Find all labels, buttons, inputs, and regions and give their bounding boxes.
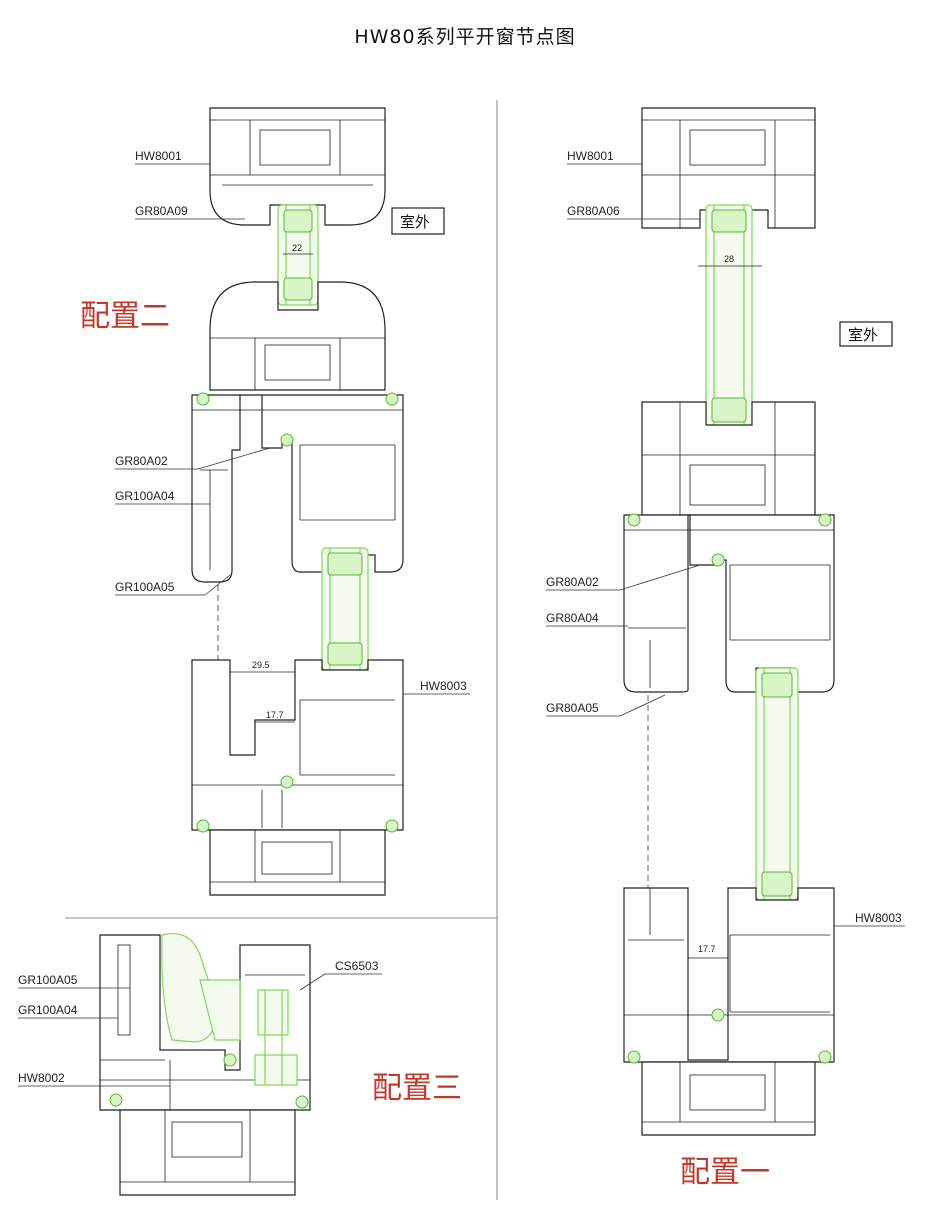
outside-label-one: 室外 [848,326,878,344]
label-gr80a09: GR80A09 [135,204,188,218]
label-gr100a05-three: GR100A05 [18,973,78,987]
outside-box-two [391,207,445,235]
glass-unit-right-top [698,204,762,428]
gasket-left-top [196,392,210,406]
label-gr80a02: GR80A02 [115,454,168,468]
profile-bottom-frame-three [119,1109,296,1196]
config-two-labels: HW8001 GR80A09 GR80A02 GR100A04 GR100A05… [80,149,470,695]
dim-29-5: 29.5 [252,660,270,670]
profile-sash [191,394,404,583]
gasket-right-bottom [385,819,399,833]
dim-glass-28: 28 [724,254,734,264]
profile-mid-frame-right [641,401,816,516]
label-cs6503: CS6503 [335,959,379,973]
page-title: HW80系列平开窗节点图 [354,26,576,48]
config-one-drawing: 28 [623,107,835,1136]
dim-17-7: 17.7 [266,710,284,720]
label-gr80a06: GR80A06 [567,204,620,218]
label-hw8003: HW8003 [420,679,467,693]
gasket-three-mid [223,1053,237,1067]
label-gr80a02-right: GR80A02 [546,575,599,589]
config-three-drawing [99,933,311,1196]
profile-lower-frame-right [641,1061,816,1136]
gasket-mid [280,433,294,447]
gasket-three-left [109,1093,123,1107]
profile-sash-right [623,514,835,693]
profile-hw8001-top [209,107,386,226]
profile-hw8001-top-right [641,107,816,229]
label-gr100a04-three: GR100A04 [18,1003,78,1017]
config-two-drawing: 22 [191,107,404,896]
dim-17-7-right: 17.7 [698,944,716,954]
profile-hw8003-right [623,887,835,1063]
label-gr100a05: GR100A05 [115,580,175,594]
config-three-title: 配置三 [372,1071,462,1106]
label-hw8001: HW8001 [135,149,182,163]
outside-label-two: 室外 [400,213,430,231]
label-gr100a04: GR100A04 [115,489,175,503]
glass-unit-right-bottom [755,667,799,901]
label-gr80a05: GR80A05 [546,701,599,715]
outside-box-one [839,321,893,347]
label-hw8002: HW8002 [18,1071,65,1085]
gasket-right-right-top [818,513,832,527]
label-gr80a04: GR80A04 [546,611,599,625]
gasket-right-bottom-mid [711,1008,725,1022]
profile-mid-frame [209,281,386,391]
config-one-title: 配置一 [680,1155,770,1190]
dim-glass-22: 22 [292,243,302,253]
gasket-right-left-bottom [627,1050,641,1064]
profile-lower-frame [209,829,386,896]
glass-unit-middle [321,547,369,671]
label-hw8003-right: HW8003 [855,911,902,925]
profile-hw8003-bottom [191,659,404,831]
config-three-labels: GR100A05 GR100A04 HW8002 CS6503 配置三 [18,959,462,1106]
config-one-labels: HW8001 GR80A06 GR80A02 GR80A04 GR80A05 H… [546,149,905,1190]
handle-cs6503 [161,933,298,1086]
label-hw8001-right: HW8001 [567,149,614,163]
config-two-title: 配置二 [80,299,170,334]
gasket-right-left-top [627,513,641,527]
gasket-right-right-bottom [818,1050,832,1064]
gasket-right-mid [711,553,725,567]
gasket-bottom-mid [280,775,294,789]
gasket-right-top [385,392,399,406]
glass-unit-top [277,204,319,306]
gasket-left-bottom [196,819,210,833]
gasket-three-right [295,1095,309,1109]
